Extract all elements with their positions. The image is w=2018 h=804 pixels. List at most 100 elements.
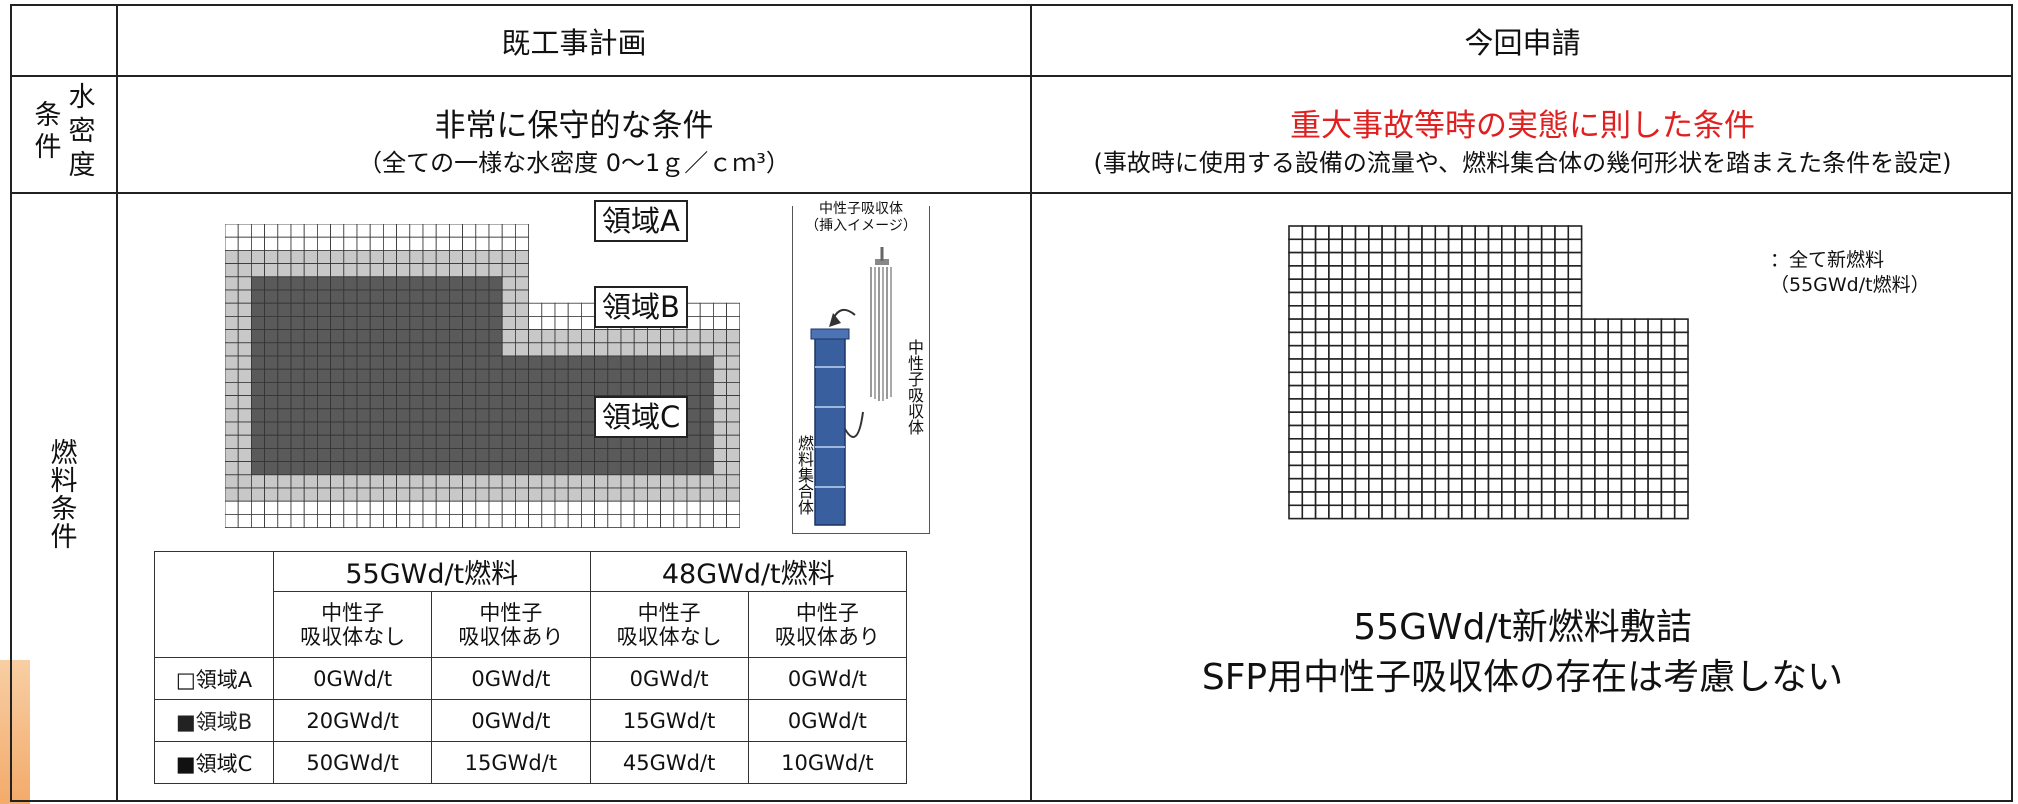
new-fuel-cell [1501, 371, 1516, 387]
rack-cell [237, 263, 252, 278]
new-fuel-cell [1527, 384, 1543, 400]
new-fuel-cell [1328, 504, 1344, 520]
rack-cell [462, 224, 477, 238]
new-fuel-cell [1354, 344, 1370, 360]
rack-cell [435, 447, 450, 462]
rack-cell [501, 487, 516, 502]
rack-cell [435, 421, 450, 436]
rack-cell [264, 236, 279, 251]
rack-cell [633, 381, 648, 396]
new-fuel-cell [1407, 504, 1423, 520]
rack-cell [514, 355, 529, 370]
rack-cell [356, 289, 371, 304]
new-fuel-cell [1633, 344, 1649, 360]
rack-cell [580, 434, 595, 449]
new-fuel-cell [1288, 424, 1304, 440]
new-fuel-cell [1594, 358, 1609, 374]
rack-cell [409, 302, 424, 317]
new-fuel-cell [1394, 504, 1410, 520]
rack-cell [448, 276, 463, 291]
new-fuel-cell [1501, 291, 1516, 307]
new-fuel-cell [1381, 238, 1397, 254]
new-fuel-cell [1514, 305, 1530, 320]
rack-cell [488, 408, 503, 423]
new-fuel-cell [1660, 384, 1676, 400]
rack-cell [237, 236, 252, 251]
rack-cell [462, 513, 477, 528]
rack-cell [435, 408, 450, 423]
new-fuel-cell [1328, 305, 1344, 320]
new-fuel-cell [1647, 464, 1663, 480]
rack-cell [514, 487, 529, 502]
new-fuel-cell [1288, 438, 1304, 453]
new-fuel-cell [1540, 384, 1556, 400]
new-fuel-cell [1301, 398, 1317, 413]
rack-cell [290, 487, 305, 502]
rack-cell [448, 447, 463, 462]
new-fuel-cell [1447, 451, 1463, 467]
rack-cell [620, 342, 635, 357]
rack-cell [343, 316, 358, 331]
new-fuel-cell [1407, 278, 1423, 294]
new-fuel-cell [1301, 291, 1317, 307]
rack-cell [356, 368, 371, 383]
rack-cell [422, 513, 437, 528]
new-fuel-cell [1407, 438, 1423, 453]
rack-cell [633, 368, 648, 383]
rack-cell [699, 474, 714, 489]
rack-cell [554, 461, 569, 476]
rack-cell [686, 381, 701, 396]
rack-cell [726, 474, 740, 489]
rack-cell [369, 329, 384, 344]
new-fuel-cell [1527, 371, 1543, 387]
rack-cell [528, 461, 543, 476]
new-fuel-cell [1514, 278, 1530, 294]
new-fuel-cell [1540, 438, 1556, 453]
new-fuel-cell [1314, 491, 1330, 507]
rack-cell [317, 355, 332, 370]
rack-cell [528, 395, 543, 410]
new-fuel-cell [1540, 278, 1556, 294]
new-fuel-cell [1368, 371, 1383, 387]
new-fuel-cell [1301, 464, 1317, 480]
new-fuel-cell [1501, 398, 1516, 413]
new-fuel-cell [1607, 331, 1623, 347]
new-fuel-cell [1620, 371, 1636, 387]
rack-cell [290, 302, 305, 317]
new-fuel-cell [1580, 344, 1596, 360]
rack-cell [435, 289, 450, 304]
rack-cell [726, 487, 740, 502]
rack-cell [303, 487, 318, 502]
new-fuel-cell [1407, 251, 1423, 267]
new-fuel-cell [1461, 438, 1476, 453]
rack-cell [382, 302, 397, 317]
new-fuel-cell [1381, 504, 1397, 520]
rack-cell [343, 355, 358, 370]
rack-cell [514, 263, 529, 278]
rack-cell [277, 342, 292, 357]
rack-cell [607, 355, 622, 370]
rack-cell [277, 447, 292, 462]
new-fuel-cell [1407, 477, 1423, 493]
new-fuel-cell [1554, 438, 1570, 453]
new-fuel-cell [1633, 464, 1649, 480]
new-fuel-cell [1328, 438, 1344, 453]
rack-cell [369, 289, 384, 304]
rack-cell [422, 381, 437, 396]
absorber-drawing [810, 247, 892, 526]
rack-cell [554, 302, 569, 317]
rack-cell [462, 500, 477, 515]
new-fuel-cell [1607, 358, 1623, 374]
new-fuel-cell [1447, 238, 1463, 254]
new-fuel-cell [1567, 318, 1583, 334]
rack-cell [462, 408, 477, 423]
rack-cell [303, 381, 318, 396]
rack-cell [475, 487, 490, 502]
rack-cell [726, 421, 740, 436]
rack-cell [303, 342, 318, 357]
new-fuel-cell [1394, 438, 1410, 453]
rack-cell [646, 513, 661, 528]
rack-cell [343, 447, 358, 462]
new-fuel-cell [1620, 384, 1636, 400]
rack-cell [343, 474, 358, 489]
